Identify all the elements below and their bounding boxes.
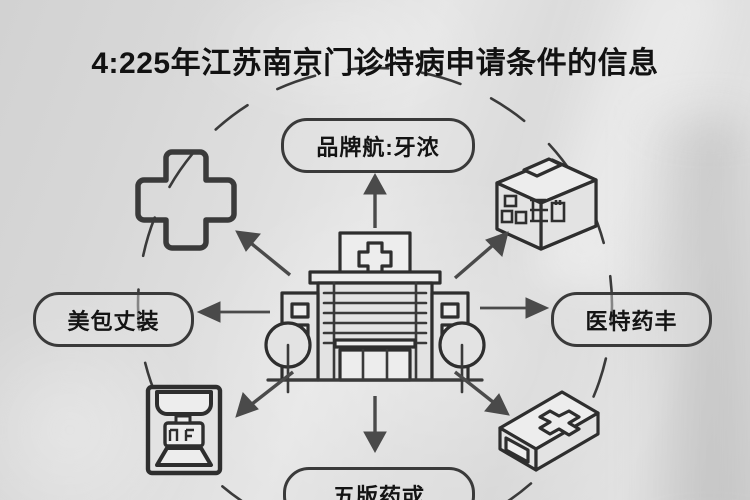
hospital-building-icon — [264, 231, 486, 394]
node-label-top-text: 品牌航:牙浓 — [316, 134, 440, 160]
arrow-right — [480, 297, 550, 319]
node-label-right[interactable]: 医特药丰 — [551, 292, 712, 347]
node-label-left-text: 美包丈装 — [67, 308, 160, 334]
medical-cross-icon — [135, 149, 237, 251]
arrow-down — [363, 396, 387, 454]
arrow-up-right — [453, 231, 509, 280]
node-label-left[interactable]: 美包丈装 — [33, 292, 194, 347]
page-title: 4:225年江苏南京门诊特病申请条件的信息 — [91, 47, 659, 80]
node-label-top[interactable]: 品牌航:牙浓 — [281, 118, 475, 173]
carton-box-icon — [495, 157, 598, 251]
arrow-down-right — [453, 370, 510, 416]
arrow-up — [363, 172, 387, 228]
arrow-up-left — [235, 230, 292, 277]
node-label-bottom[interactable]: 五版药戓 — [283, 467, 475, 500]
sachet-pouch-icon — [145, 384, 223, 476]
arrow-left — [196, 301, 270, 323]
arrow-down-left — [235, 370, 295, 418]
first-aid-kit-icon — [498, 390, 600, 472]
node-label-right-text: 医特药丰 — [585, 308, 678, 334]
node-label-bottom-text: 五版药戓 — [332, 483, 425, 500]
